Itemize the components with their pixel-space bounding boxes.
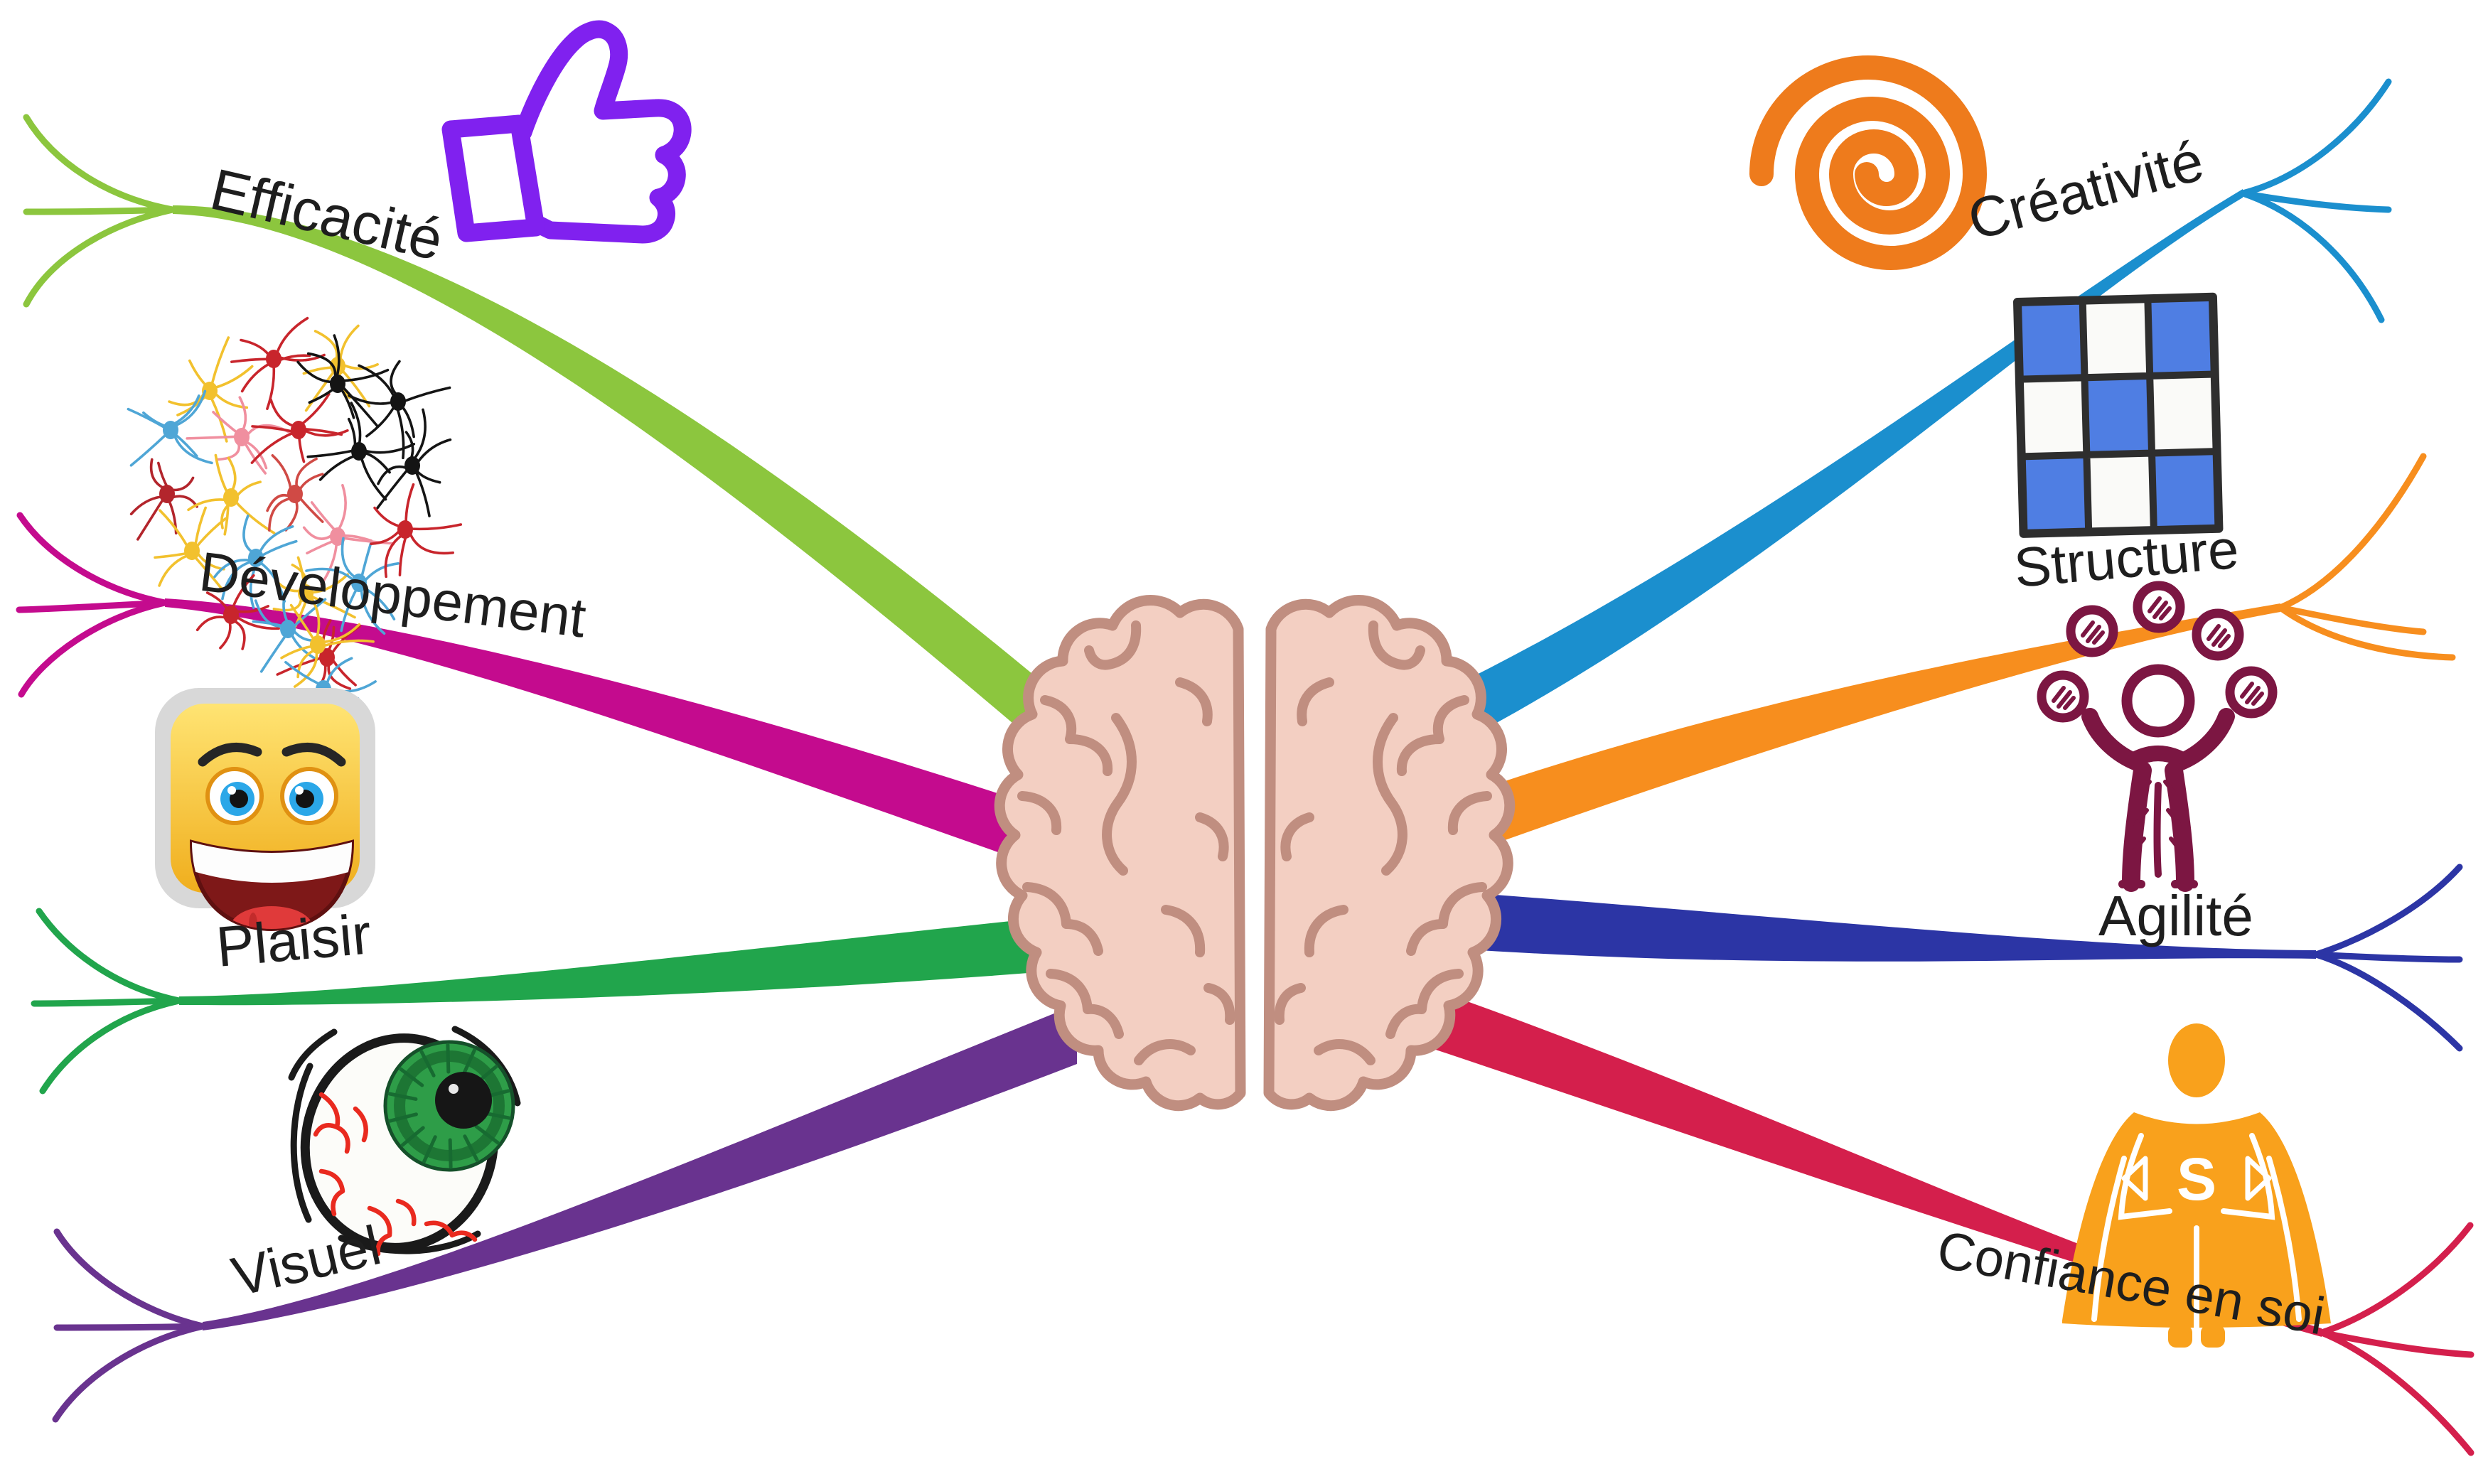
branch-plaisir[interactable] bbox=[31, 908, 1038, 1095]
juggler-icon[interactable] bbox=[2042, 586, 2273, 892]
eye-icon[interactable] bbox=[286, 1021, 521, 1265]
brain-icon[interactable] bbox=[994, 595, 1516, 1112]
spiral-icon[interactable] bbox=[1749, 55, 1988, 270]
superhero-icon[interactable]: S bbox=[2062, 1023, 2331, 1348]
neural-network-icon[interactable] bbox=[127, 316, 463, 731]
branch-confiance[interactable] bbox=[1425, 986, 2474, 1456]
label-agilite[interactable]: Agilité bbox=[2098, 884, 2253, 947]
branch-efficacite[interactable] bbox=[23, 114, 1066, 769]
thumbs-up-icon[interactable] bbox=[441, 20, 692, 244]
branch-agilite[interactable] bbox=[1457, 864, 2463, 1052]
superhero-letter: S bbox=[2177, 1146, 2216, 1213]
branch-visuel[interactable] bbox=[52, 1004, 1077, 1423]
branch-developpement[interactable] bbox=[16, 512, 1034, 865]
branch-structure[interactable] bbox=[1475, 453, 2456, 851]
label-plaisir[interactable]: Plaisir bbox=[214, 902, 374, 979]
smiley-icon[interactable] bbox=[155, 688, 375, 949]
checkerboard-icon[interactable] bbox=[2013, 292, 2224, 538]
